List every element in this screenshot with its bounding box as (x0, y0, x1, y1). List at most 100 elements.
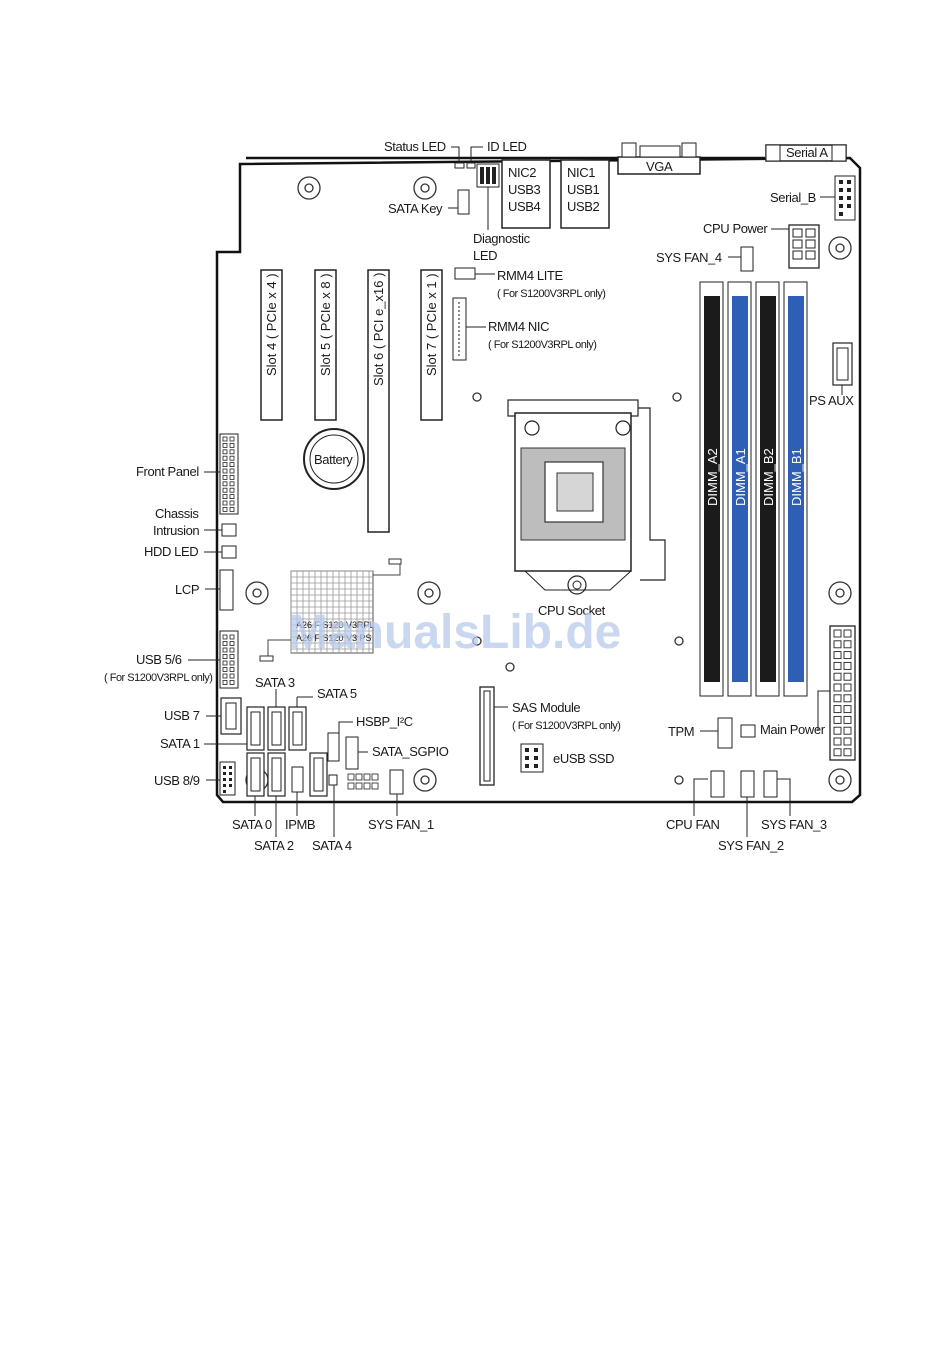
pcie-slot-4 (260, 269, 283, 421)
ps-aux-connector (832, 342, 853, 395)
sata-leader-lines (204, 689, 338, 837)
board-outline (215, 156, 862, 804)
sata-sgpio-label: SATA_SGPIO (372, 744, 449, 759)
nic2-port (501, 159, 551, 229)
main-power-label: Main Power (760, 722, 826, 737)
rmm4-lite-label: RMM4 LITE (497, 268, 563, 283)
rmm4-lite-note: ( For S1200V3RPL only) (497, 288, 605, 300)
sas-module-note: ( For S1200V3RPL only) (512, 720, 620, 732)
slot-5-label: Slot 5 ( PCIe x 8 ) (318, 273, 333, 376)
rmm4-nic-label: RMM4 NIC (488, 319, 549, 334)
pcie-slot-5 (314, 269, 337, 421)
cpu-fan-label: CPU FAN (666, 817, 720, 832)
sata-key-label: SATA Key (388, 201, 443, 216)
sata0-label: SATA 0 (232, 817, 272, 832)
sys-fan-1-header (389, 769, 404, 816)
dimm-b2-label: DIMM_B2 (761, 448, 776, 506)
sys-fan-4-label: SYS FAN_4 (656, 250, 722, 265)
diagnostic-led-label-1: Diagnostic (473, 231, 531, 246)
watermark: ManualsLib.de (288, 606, 621, 659)
dimm-b1-slot (788, 296, 804, 682)
sata-4-port (309, 752, 328, 797)
dimm-a2-slot (704, 296, 720, 682)
pcie-slot-6 (367, 269, 390, 533)
usb7-label: USB 7 (164, 708, 200, 723)
serial-a-label: Serial A (786, 145, 828, 160)
chassis-intrusion-header (204, 523, 237, 537)
cpu-fan-header (693, 770, 725, 816)
rmm4-nic-header (452, 297, 486, 361)
nic1-label-3: USB2 (567, 199, 600, 214)
nic1-label-1: NIC1 (567, 165, 595, 180)
battery (303, 428, 365, 490)
dimm-slots (699, 281, 808, 697)
misc-pin-header (347, 773, 379, 790)
lcp-label: LCP (175, 582, 199, 597)
status-led-label: Status LED (384, 139, 446, 154)
dimm-b1-label: DIMM_B1 (789, 448, 804, 506)
pcie-slot-7 (420, 269, 443, 421)
hdd-led-header (204, 545, 237, 559)
status-led (451, 146, 465, 169)
vga-label: VGA (646, 159, 673, 174)
rmm4-nic-note: ( For S1200V3RPL only) (488, 339, 596, 351)
dimm-a2-label: DIMM_A2 (705, 448, 720, 506)
rmm4-lite-header (454, 267, 495, 280)
sata5-label: SATA 5 (317, 686, 357, 701)
dimm-b2-slot (760, 296, 776, 682)
sas-module-slot (479, 686, 508, 786)
sata-3-port (267, 706, 286, 751)
sata-ports (246, 706, 328, 797)
cpu-socket-label: CPU Socket (538, 603, 606, 618)
usb7-connector (206, 697, 242, 735)
serial-b-header (820, 175, 856, 221)
chassis-intrusion-label-2: Intrusion (153, 523, 199, 538)
usb56-note: ( For S1200V3RPL only) (104, 672, 212, 684)
vga-port (617, 142, 701, 175)
sata2-label: SATA 2 (254, 838, 294, 853)
dimm-a1-label: DIMM_A1 (733, 448, 748, 506)
sas-module-label: SAS Module (512, 700, 580, 715)
lcp-header (205, 569, 234, 611)
front-panel-header (204, 433, 239, 515)
nic2-label-2: USB3 (508, 182, 541, 197)
sata1-label: SATA 1 (160, 736, 200, 751)
slot-6-label: Slot 6 ( PCI e_x16 ) (371, 273, 386, 386)
sata-sgpio-header (345, 736, 368, 770)
eusb-ssd-label: eUSB SSD (553, 751, 614, 766)
usb89-header (206, 761, 236, 796)
main-power-connector (817, 625, 856, 761)
sys-fan-2-header (740, 770, 755, 837)
hdd-led-label: HDD LED (144, 544, 198, 559)
ipmb-header (291, 766, 304, 793)
sata-1-port (246, 706, 265, 751)
slot-4-label: Slot 4 ( PCIe x 4 ) (264, 273, 279, 376)
nic1-port (560, 159, 610, 229)
sata-key-header (448, 189, 470, 215)
hsbp-label: HSBP_I²C (356, 714, 413, 729)
diagnostic-led-label-2: LED (473, 248, 497, 263)
nic2-label-3: USB4 (508, 199, 541, 214)
ps-aux-label: PS AUX (809, 393, 854, 408)
hsbp-i2c-header (327, 721, 353, 762)
sys-fan-2-label: SYS FAN_2 (718, 838, 784, 853)
front-panel-label: Front Panel (136, 464, 199, 479)
usb89-label: USB 8/9 (154, 773, 200, 788)
id-led-label: ID LED (487, 139, 527, 154)
chipset-heatsink (259, 558, 402, 662)
chipset-label-2: A26 F S120 V3 PS (296, 633, 372, 643)
mounting-holes (245, 176, 852, 792)
sata-5-port (288, 706, 307, 751)
chassis-intrusion-label-1: Chassis (155, 506, 199, 521)
sys-fan-4-header (728, 246, 754, 272)
sys-fan-1-label: SYS FAN_1 (368, 817, 434, 832)
usb56-label: USB 5/6 (136, 652, 182, 667)
cpu-power-connector (771, 224, 820, 269)
cpu-power-label: CPU Power (703, 221, 768, 236)
sata4-label: SATA 4 (312, 838, 352, 853)
cpu-socket (507, 399, 666, 595)
sys-fan-3-label: SYS FAN_3 (761, 817, 827, 832)
ipmb-label: IPMB (285, 817, 315, 832)
nic1-label-2: USB1 (567, 182, 600, 197)
